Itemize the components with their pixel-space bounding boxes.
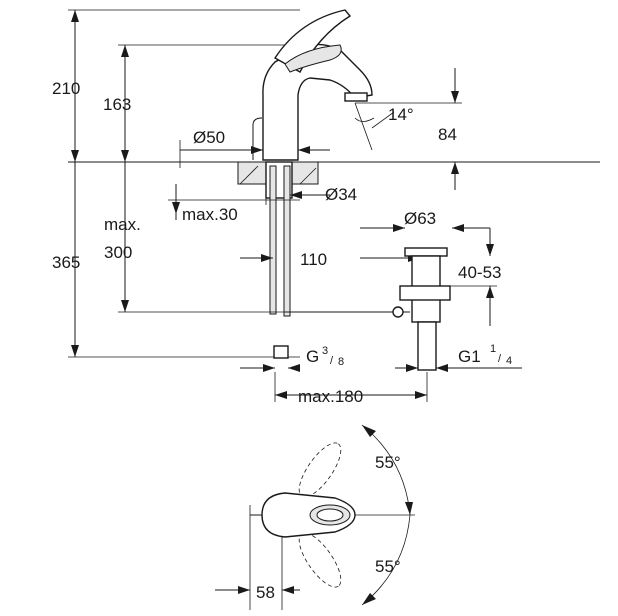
- faucet-body: [262, 43, 373, 161]
- dim-label-slash: /: [330, 355, 334, 367]
- dim-label-365: 365: [52, 253, 80, 272]
- arrow: [282, 586, 294, 594]
- lever-handle-grip: [284, 44, 342, 73]
- dim-label-55-top: 55°: [375, 453, 401, 472]
- dim-label-14deg: 14°: [388, 105, 414, 124]
- elevation-view: 210 163 84 14° Ø50: [52, 9, 600, 406]
- angle-leader: [371, 111, 395, 129]
- dim-label-d63: Ø63: [404, 209, 436, 228]
- dim-label-g-den: 8: [338, 356, 344, 368]
- dim-label-g1-num: 1: [490, 343, 496, 355]
- dim-label-40-53: 40-53: [458, 263, 501, 282]
- dim-label-g-num: 3: [322, 345, 328, 357]
- waste-tail: [417, 321, 437, 371]
- arrow: [486, 244, 494, 256]
- arrow: [406, 364, 418, 372]
- dim-label-d50: Ø50: [193, 128, 225, 147]
- supply-hose-left: [269, 165, 277, 315]
- arrow: [298, 146, 310, 154]
- arrow: [451, 162, 459, 174]
- arrow: [393, 224, 405, 232]
- arrow: [362, 593, 376, 605]
- arrow: [362, 425, 376, 437]
- linkage-joint: [392, 306, 404, 318]
- arrow: [71, 150, 79, 162]
- arrow: [238, 586, 250, 594]
- arrow: [71, 345, 79, 357]
- dim-label-55-bottom: 55°: [375, 557, 401, 576]
- arrow: [251, 146, 263, 154]
- hatch: [299, 167, 317, 185]
- dim-label-g1: G1: [458, 347, 481, 366]
- arrow: [405, 502, 413, 515]
- plan-view: 55° 55° 58: [215, 424, 415, 610]
- lever-position-right: [298, 532, 342, 588]
- spout-angle-line: [354, 102, 373, 151]
- dim-label-g: G: [306, 347, 319, 366]
- arrow: [486, 286, 494, 298]
- arrow: [415, 391, 427, 399]
- angle-arc: [354, 117, 375, 122]
- arrow: [436, 364, 448, 372]
- aerator: [344, 92, 368, 102]
- arrow: [275, 391, 287, 399]
- dim-label-210: 210: [52, 79, 80, 98]
- dim-label-max30: max.30: [182, 205, 238, 224]
- hatch: [239, 165, 259, 185]
- dim-label-110: 110: [300, 250, 327, 269]
- dim-label-58: 58: [256, 583, 275, 602]
- arrow: [172, 202, 180, 214]
- hose-connector: [273, 345, 289, 359]
- dim-label-84: 84: [438, 125, 457, 144]
- supply-hose-right: [283, 165, 291, 317]
- dim-label-g1-den: 4: [506, 355, 512, 367]
- arrow: [452, 224, 464, 232]
- dim-label-300: 300: [104, 243, 132, 262]
- arrow: [451, 91, 459, 103]
- waste-nut: [399, 285, 451, 301]
- arrow: [71, 10, 79, 22]
- dim-label-max: max.: [104, 215, 141, 234]
- arrow: [121, 300, 129, 312]
- dim-label-d34: Ø34: [325, 185, 357, 204]
- pop-up-rod: [252, 117, 263, 160]
- waste-flange: [404, 247, 448, 257]
- arrow: [263, 364, 275, 372]
- lever-position-left: [298, 442, 342, 498]
- arrow: [121, 150, 129, 162]
- lever-plan-inner: [316, 508, 344, 522]
- arrow: [121, 45, 129, 57]
- arrow: [290, 191, 302, 199]
- faucet-plan-body: [261, 492, 356, 538]
- dim-label-163: 163: [103, 95, 131, 114]
- arrow: [288, 364, 300, 372]
- arrow: [261, 254, 273, 262]
- dim-label-slash2: /: [498, 353, 502, 365]
- dim-label-max180: max.180: [298, 387, 363, 406]
